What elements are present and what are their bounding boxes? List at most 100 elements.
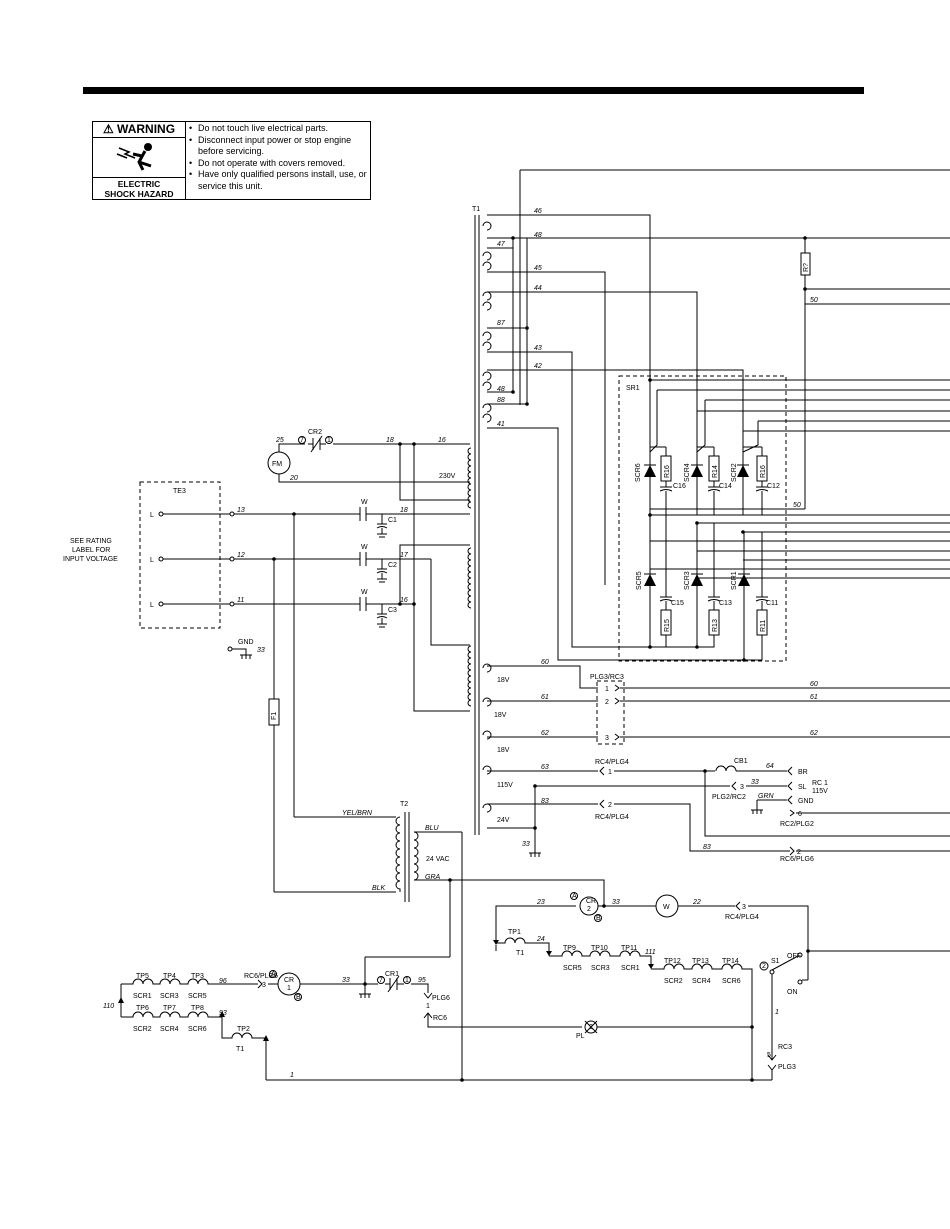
wire-13: 13	[237, 507, 245, 514]
wire-87: 87	[497, 320, 506, 327]
c2-label: C2	[388, 562, 397, 569]
wire-33a: 33	[257, 647, 265, 654]
cr2-b: B	[596, 915, 601, 922]
wire-33e: 33	[342, 977, 350, 984]
tp7-scr4: SCR4	[160, 1026, 179, 1033]
wire-46: 46	[534, 208, 542, 215]
rc1-voltage: 115V	[812, 788, 828, 795]
wire-23: 23	[536, 899, 545, 906]
wire-11: 11	[237, 597, 244, 604]
rc4-plg4-label-c: RC4/PLG4	[725, 914, 759, 921]
cr2-pin-7: 7	[300, 437, 304, 444]
tp6-label: TP6	[136, 1005, 149, 1012]
l-label-2: L	[150, 557, 154, 564]
wire-45: 45	[534, 265, 542, 272]
tp10-label: TP10	[591, 945, 608, 952]
rc3-pin-5: 5	[767, 1052, 771, 1059]
s1-label: S1	[771, 958, 780, 965]
grn-label: GRN	[758, 793, 775, 800]
c12-label: C12	[767, 483, 780, 490]
l-label-1: L	[150, 512, 154, 519]
tp14-label: TP14	[722, 958, 739, 965]
warning-pictogram-panel: ⚠ WARNING ELECTRIC SHOCK HAZARD	[93, 122, 186, 199]
tp12-label: TP12	[664, 958, 681, 965]
c16-label: C16	[673, 483, 686, 490]
yel-brn-label: YEL/BRN	[342, 810, 373, 817]
s1-pin-2: 2	[762, 963, 766, 970]
plg3-label: PLG3	[778, 1064, 796, 1071]
electric-shock-icon	[116, 143, 152, 171]
r16b-label: R16	[760, 465, 767, 478]
plg6-pin-1: 1	[426, 1003, 430, 1010]
rectifier-sr1: SR1 SCR6 SCR4 SCR2 R16	[511, 236, 950, 662]
warning-bullets: Do not touch live electrical parts. Disc…	[189, 123, 371, 192]
warning-title: ⚠ WARNING	[93, 122, 185, 138]
wire-60b: 60	[810, 681, 818, 688]
scr5-label: SCR5	[636, 571, 643, 590]
wire-16: 16	[438, 437, 446, 444]
cr1-a: A	[271, 971, 276, 978]
tp9-label: TP9	[563, 945, 576, 952]
gnd-label-2: GND	[798, 798, 814, 805]
wire-18: 18	[386, 437, 394, 444]
wire-24: 24	[536, 936, 545, 943]
wire-20: 20	[289, 475, 298, 482]
tp13-scr4: SCR4	[692, 978, 711, 985]
wire-12: 12	[237, 552, 245, 559]
scr6-label: SCR6	[635, 463, 642, 482]
tp6-scr2: SCR2	[133, 1026, 152, 1033]
warning-bullet: Disconnect input power or stop engine be…	[189, 135, 371, 158]
w-label-3: W	[361, 589, 368, 596]
wire-83b: 83	[703, 844, 711, 851]
v18-label-2: 18V	[494, 712, 507, 719]
tp8-scr6: SCR6	[188, 1026, 207, 1033]
cr2-label: CR2	[308, 429, 322, 436]
scr3: SCR3	[684, 523, 703, 647]
tp14-scr6: SCR6	[722, 978, 741, 985]
cr1-pin-1: 1	[405, 977, 409, 984]
scr3-label: SCR3	[684, 571, 691, 590]
tp1-t1-label: T1	[516, 950, 524, 957]
tp7-label: TP7	[163, 1005, 176, 1012]
rc4-pin-3: 3	[742, 904, 746, 911]
wire-42: 42	[534, 363, 542, 370]
wire-50b: 50	[793, 502, 801, 509]
wire-111: 111	[645, 949, 656, 956]
v230-label: 230V	[439, 473, 456, 480]
c13-label: C13	[719, 600, 732, 607]
rc6-pin-2: 2	[797, 849, 801, 856]
r11-label: R11	[760, 620, 767, 632]
v24-label: 24V	[497, 817, 510, 824]
control-transformer-t2: F1 YEL/BRN BLK T2 BLU 24 VAC GRA	[268, 514, 605, 1080]
wire-63: 63	[541, 764, 549, 771]
wire-62b: 62	[810, 730, 818, 737]
wire-47: 47	[497, 241, 506, 248]
wire-88: 88	[497, 397, 505, 404]
transformer-t1: T1 230V 18V 18V 18V 115V 24V	[439, 206, 513, 835]
plg2-rc2-label: PLG2/RC2	[712, 794, 746, 801]
tp10-scr3: SCR3	[591, 965, 610, 972]
see-rating-line3: INPUT VOLTAGE	[63, 556, 118, 563]
v115-label: 115V	[497, 782, 513, 789]
tp3-label: TP3	[191, 973, 204, 980]
scr6: SCR6	[635, 452, 656, 515]
wire-33b: 33	[751, 779, 759, 786]
cb1-label: CB1	[734, 758, 748, 765]
l-label-3: L	[150, 602, 154, 609]
rc4-pin-1a: 1	[608, 769, 612, 776]
rc3-label: RC3	[778, 1044, 792, 1051]
wire-16b: 16	[400, 597, 408, 604]
v18-label-1: 18V	[497, 677, 510, 684]
rc2-pin-6: 6	[798, 811, 802, 818]
input-terminal-te3: TE3 SEE RATING LABEL FOR INPUT VOLTAGE L…	[63, 444, 470, 712]
plg6-label: PLG6	[432, 995, 450, 1002]
wire-83: 83	[541, 798, 549, 805]
blk-label: BLK	[372, 885, 386, 892]
wire-17: 17	[400, 552, 409, 559]
rc6-plg6-label: RC6/PLG6	[780, 856, 814, 863]
tp11-label: TP11	[621, 945, 637, 952]
c3-label: C3	[388, 607, 397, 614]
s1-off: OFF	[787, 953, 801, 960]
r-unknown-label: R?	[803, 263, 810, 272]
